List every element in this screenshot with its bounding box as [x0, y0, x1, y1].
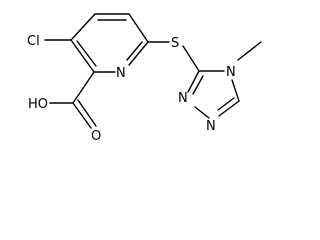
atom-triazole-nitrogen-4: N	[226, 65, 236, 80]
atom-chlorine: Cl	[27, 34, 40, 49]
bond-n4-methyl	[237, 41, 262, 61]
bond-n2-n1	[194, 106, 210, 119]
molecule-drawing: Cl HO O N S N N N	[27, 13, 262, 144]
atom-pyridine-nitrogen: N	[116, 66, 126, 81]
atom-hydroxyl-oxygen: HO	[28, 97, 48, 112]
atom-carbonyl-oxygen: O	[91, 129, 101, 144]
atom-sulfur: S	[171, 36, 179, 51]
bond-s-c5-triazole	[182, 45, 200, 72]
bond-cooh-o-double-2	[77, 99, 97, 127]
atom-triazole-nitrogen-1: N	[178, 91, 188, 106]
bond-c2-c3-double	[76, 40, 97, 67]
bond-c3-c4	[70, 13, 96, 41]
bond-n1-tc5	[187, 70, 200, 93]
bond-tc3-n2-double	[217, 97, 235, 111]
bond-c6-n1-double	[126, 41, 143, 61]
bond-c2-cooh	[72, 71, 95, 104]
bond-c6-n1	[128, 41, 149, 66]
bond-n4-tc3	[231, 79, 240, 102]
bond-cooh-o-double	[72, 102, 92, 129]
bond-c2-c3	[70, 39, 95, 73]
bond-c5-c6	[128, 13, 149, 43]
bond-tc3-n2	[218, 100, 240, 117]
bond-n1-tc5-double	[192, 75, 204, 95]
atom-triazole-nitrogen-2: N	[206, 119, 216, 134]
structure-canvas: Cl HO O N S N N N	[27, 13, 262, 144]
